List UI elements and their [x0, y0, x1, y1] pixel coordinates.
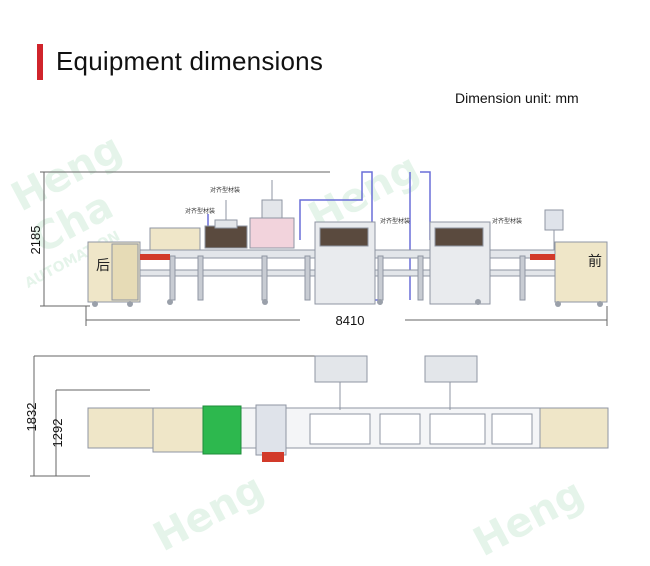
title-accent-bar [37, 44, 43, 80]
top-view [30, 355, 609, 477]
page-title: Equipment dimensions [56, 46, 324, 76]
rear-label: 后 [96, 258, 110, 274]
callout-label: 对齐型材装 [185, 207, 215, 215]
top-width-dimension: 1832 [24, 403, 39, 432]
callout-label: 对齐型材装 [492, 217, 522, 225]
front-label: 前 [588, 253, 602, 270]
front-length-dimension: 8410 [336, 313, 365, 328]
top-inner-dimension: 1292 [50, 419, 65, 448]
front-height-dimension: 2185 [28, 226, 43, 255]
front-view [40, 171, 608, 326]
callout-label: 对齐型材装 [380, 217, 410, 225]
callout-label: 对齐型材装 [210, 186, 240, 194]
dimension-unit-label: Dimension unit: mm [455, 90, 579, 106]
